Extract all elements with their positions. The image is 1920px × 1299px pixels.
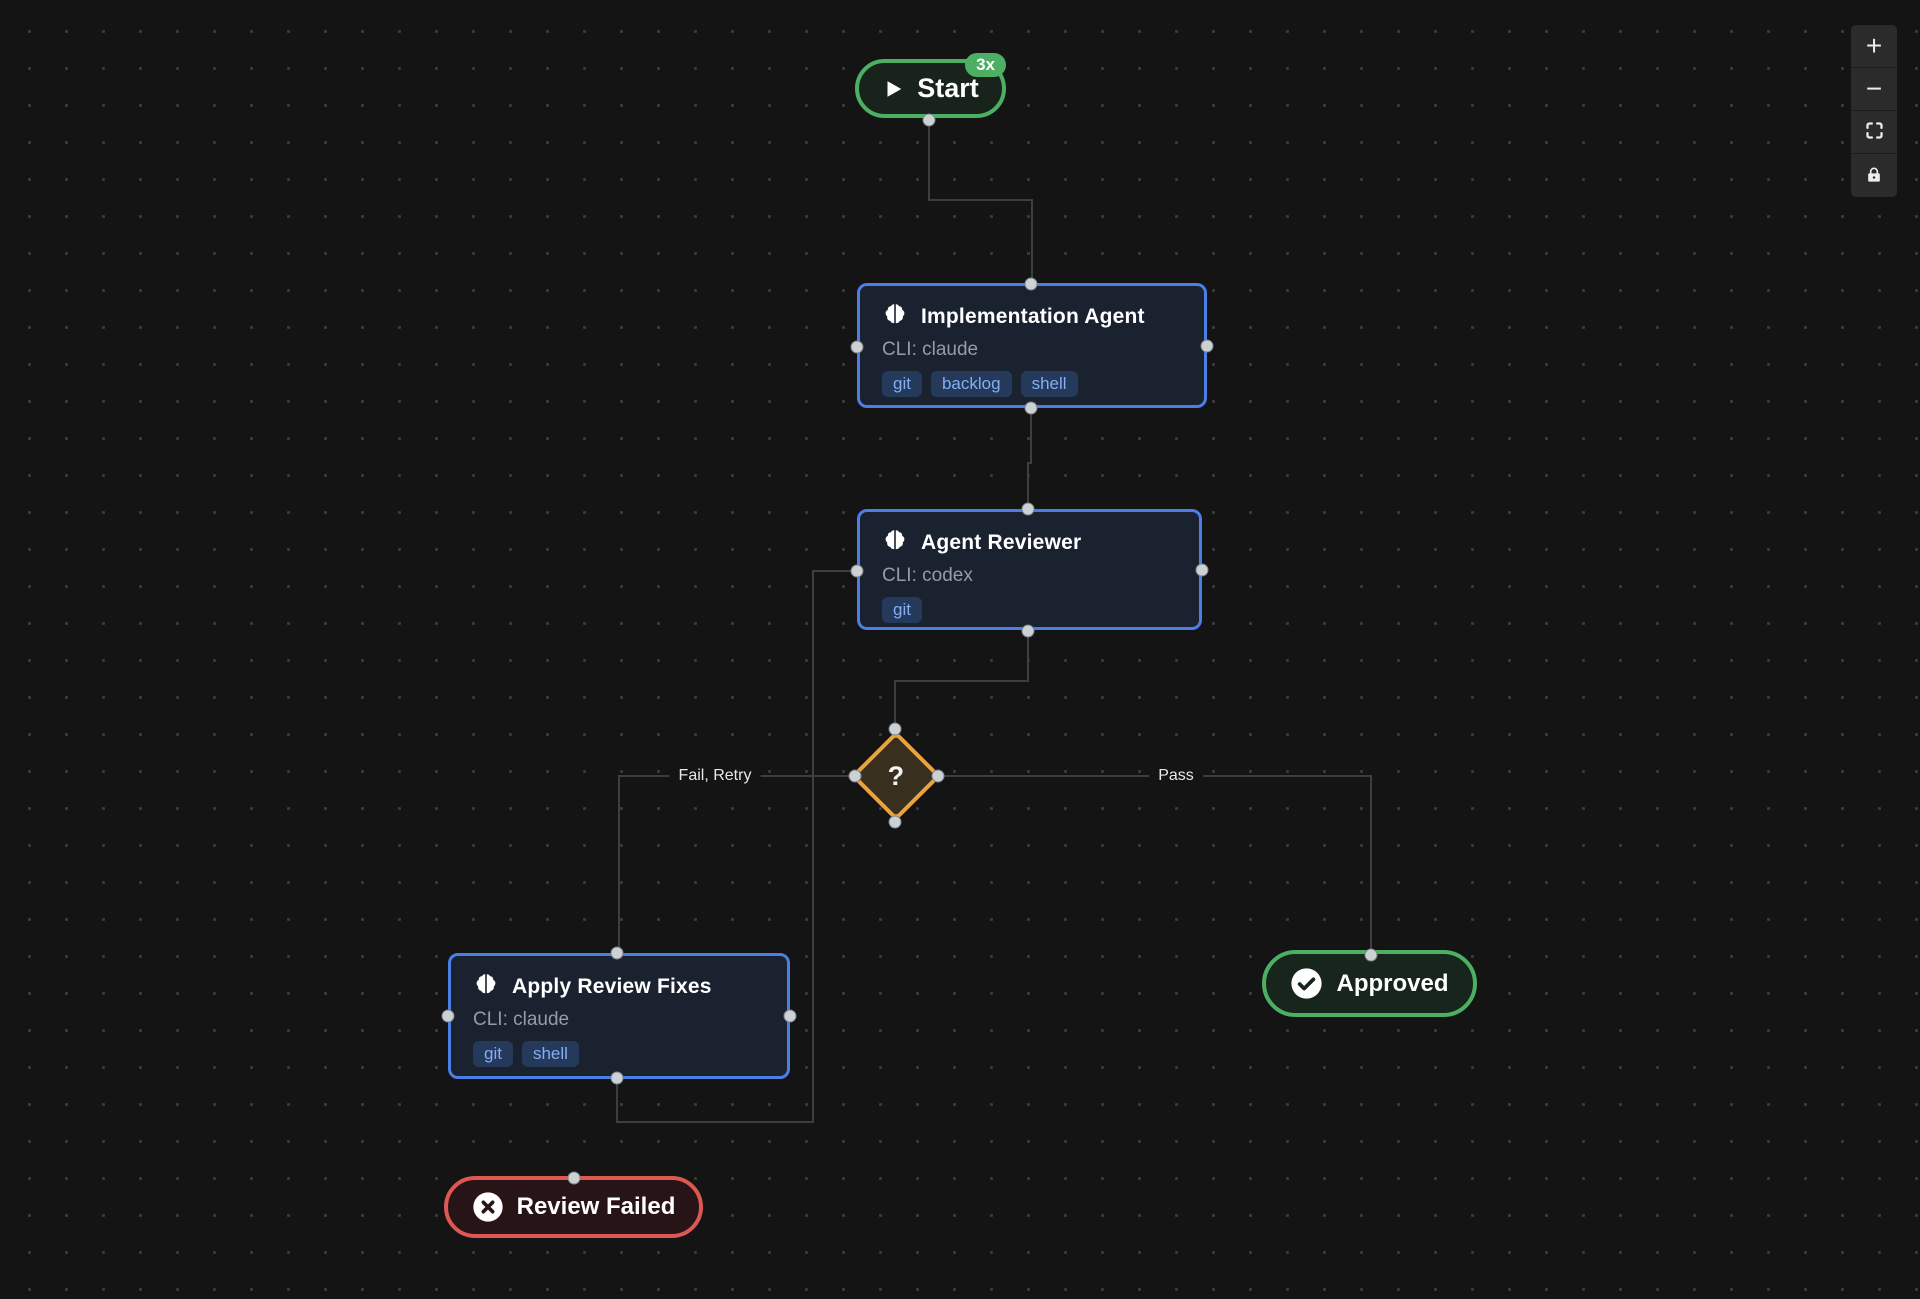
check-circle-icon	[1290, 967, 1323, 1000]
node-agent-reviewer[interactable]: Agent Reviewer CLI: codex git	[857, 509, 1202, 630]
node-subtitle: CLI: codex	[882, 565, 973, 586]
minus-icon: −	[1865, 73, 1883, 104]
canvas-controls: + −	[1851, 25, 1897, 197]
edge-implementation-to-reviewer[interactable]	[1027, 408, 1032, 509]
x-circle-icon	[472, 1191, 504, 1223]
edge-apply-fixes-retry-to-reviewer[interactable]	[616, 570, 855, 1123]
node-review-failed[interactable]: Review Failed	[444, 1176, 703, 1238]
connection-handle-implementation-left[interactable]	[850, 340, 864, 354]
connection-handle-decision-right[interactable]	[931, 769, 945, 783]
node-decision[interactable]: ?	[850, 730, 942, 822]
node-title: Apply Review Fixes	[512, 974, 712, 998]
approved-label: Approved	[1336, 969, 1449, 997]
connection-handle-reviewer-top[interactable]	[1021, 502, 1035, 516]
connection-handle-apply-fixes-right[interactable]	[783, 1009, 797, 1023]
edge-label-fail-retry: Fail, Retry	[669, 765, 761, 787]
edge-label-pass: Pass	[1149, 765, 1203, 787]
node-subtitle: CLI: claude	[473, 1009, 570, 1030]
review-failed-label: Review Failed	[516, 1193, 676, 1220]
connection-handle-approved-top[interactable]	[1364, 948, 1378, 962]
edge-reviewer-to-decision[interactable]	[894, 631, 1029, 729]
zoom-out-button[interactable]: −	[1851, 68, 1897, 111]
connection-handle-start-bottom[interactable]	[922, 113, 936, 127]
lock-button[interactable]	[1851, 154, 1897, 197]
node-subtitle: CLI: claude	[882, 339, 979, 360]
node-title: Agent Reviewer	[921, 530, 1082, 554]
brain-icon	[882, 302, 908, 331]
node-title: Implementation Agent	[921, 304, 1145, 328]
node-start[interactable]: Start 3x	[855, 53, 1006, 118]
lock-icon	[1864, 160, 1884, 192]
edge-decision-fail-to-apply-fixes[interactable]	[618, 775, 855, 953]
node-apply-review-fixes[interactable]: Apply Review Fixes CLI: claude git shell	[448, 953, 790, 1079]
connection-handle-apply-fixes-left[interactable]	[441, 1009, 455, 1023]
iteration-badge: 3x	[965, 53, 1006, 77]
connection-handle-review-failed-top[interactable]	[567, 1171, 581, 1185]
connection-handle-apply-fixes-top[interactable]	[610, 946, 624, 960]
node-implementation-agent[interactable]: Implementation Agent CLI: claude git bac…	[857, 283, 1207, 408]
tag-backlog: backlog	[930, 371, 1012, 397]
question-mark-label: ?	[887, 760, 905, 791]
connection-handle-decision-top[interactable]	[888, 722, 902, 736]
connection-handle-decision-bottom[interactable]	[888, 815, 902, 829]
edge-decision-pass-to-approved[interactable]	[938, 775, 1372, 954]
connection-handle-implementation-top[interactable]	[1024, 277, 1038, 291]
connection-handle-implementation-right[interactable]	[1200, 339, 1214, 353]
connection-handle-implementation-bottom[interactable]	[1024, 401, 1038, 415]
play-icon	[882, 78, 904, 100]
zoom-in-button[interactable]: +	[1851, 25, 1897, 68]
edge-start-to-implementation[interactable]	[928, 120, 1033, 284]
connection-handle-decision-left[interactable]	[848, 769, 862, 783]
brain-icon	[882, 528, 908, 557]
fit-view-button[interactable]	[1851, 111, 1897, 154]
tag-shell: shell	[521, 1041, 579, 1067]
start-label: Start	[917, 73, 979, 103]
tag-git: git	[882, 371, 922, 397]
fit-view-icon	[1864, 116, 1885, 148]
connection-handle-apply-fixes-bottom[interactable]	[610, 1071, 624, 1085]
tag-git: git	[882, 597, 922, 623]
connection-handle-reviewer-right[interactable]	[1195, 563, 1209, 577]
tag-git: git	[473, 1041, 513, 1067]
connection-handle-reviewer-bottom[interactable]	[1021, 624, 1035, 638]
brain-icon	[473, 972, 499, 1001]
plus-icon: +	[1865, 30, 1883, 61]
connection-handle-reviewer-left[interactable]	[850, 564, 864, 578]
tag-shell: shell	[1020, 371, 1078, 397]
